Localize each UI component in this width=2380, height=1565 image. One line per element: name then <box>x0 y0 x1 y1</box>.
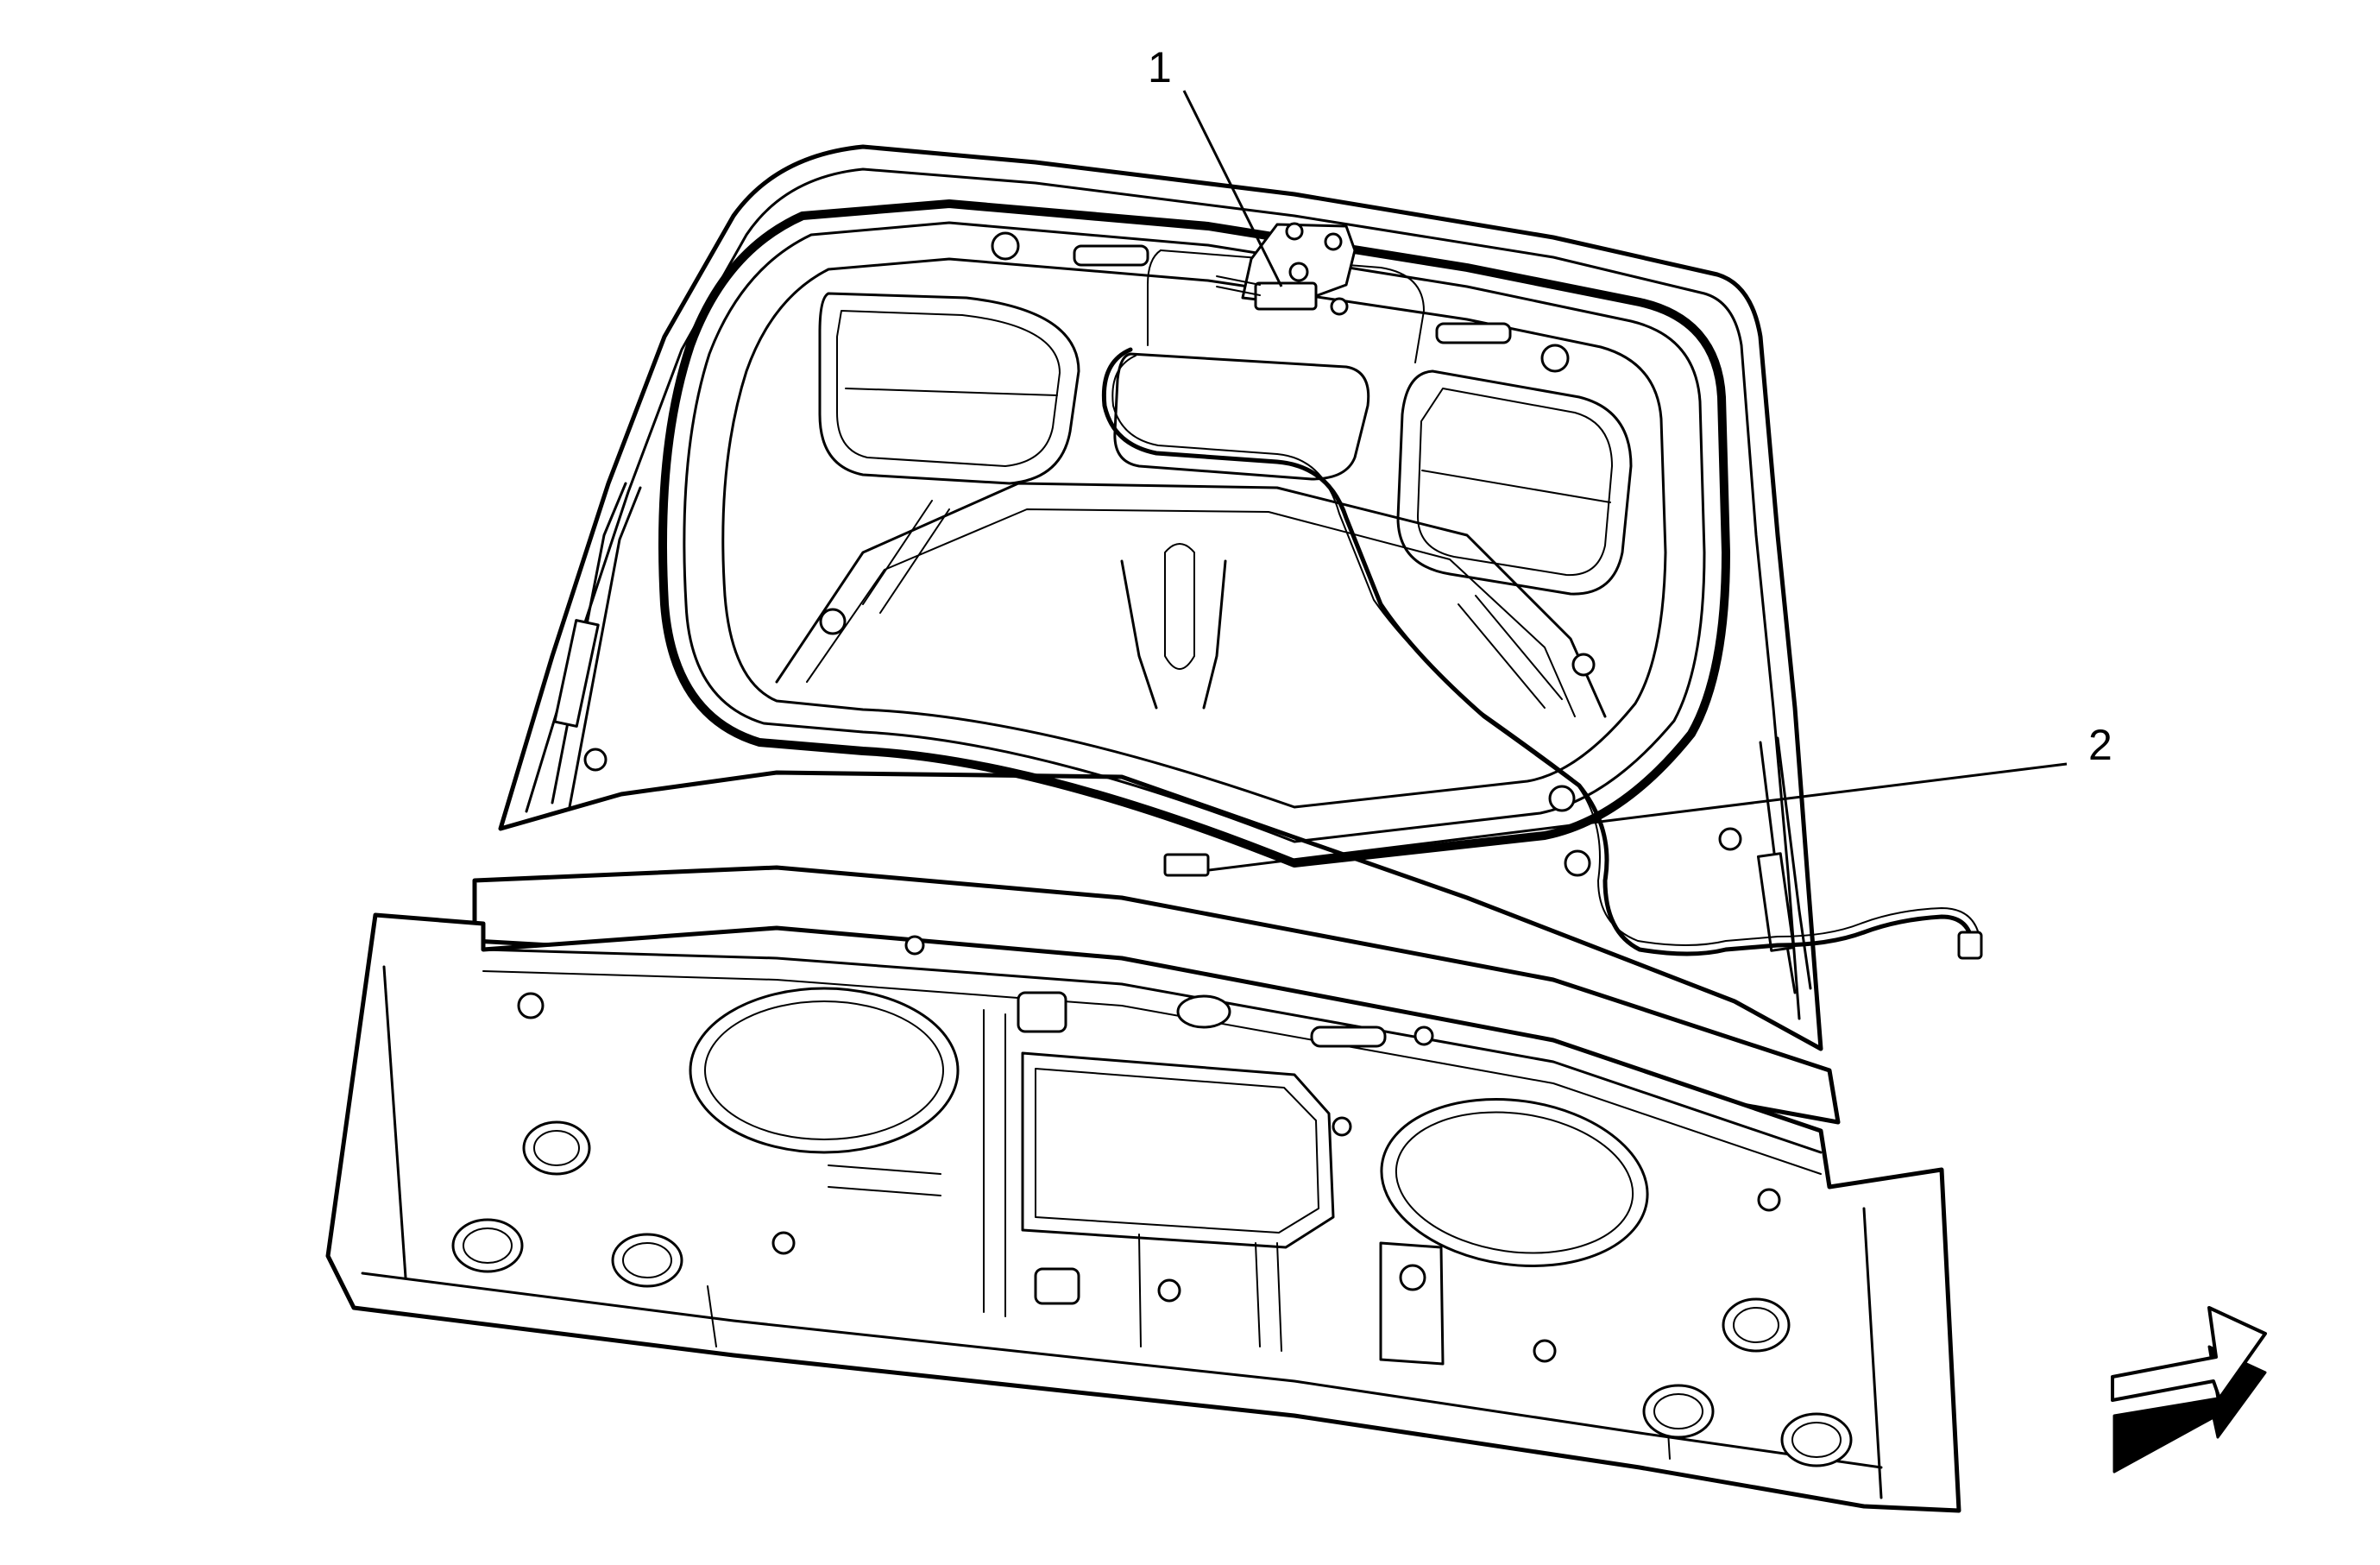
callout-1-leader <box>1182 90 1283 287</box>
forward-arrow-icon <box>2111 1306 2267 1473</box>
callout-2-leader <box>1194 762 2068 874</box>
callout-leaders <box>1163 90 2068 877</box>
rear-body-panel <box>325 865 1961 1513</box>
latch-assembly <box>1216 222 1357 316</box>
callout-1-label: 1 <box>1148 43 1172 92</box>
trunk-lid <box>498 144 1983 1051</box>
wiring-harness <box>1101 347 1983 960</box>
callout-2-label: 2 <box>2088 721 2112 769</box>
